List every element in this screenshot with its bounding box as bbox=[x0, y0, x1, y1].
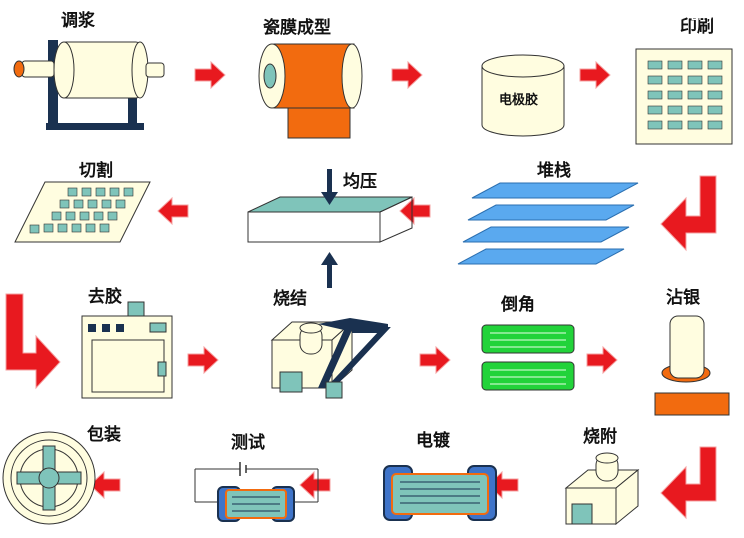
debinding-oven-icon bbox=[81, 301, 173, 399]
cutting-grid-icon bbox=[14, 181, 151, 243]
flow-arrow-2 bbox=[391, 61, 423, 89]
flow-arrow-8 bbox=[586, 346, 618, 374]
step-label-pressing: 均压 bbox=[343, 171, 377, 192]
step-label-chamfering: 倒角 bbox=[500, 294, 535, 315]
flow-arrow-10 bbox=[299, 471, 331, 499]
turn-arrow-2 bbox=[5, 293, 61, 390]
silver-dipping-icon bbox=[654, 315, 730, 416]
step-label-sintering: 烧结 bbox=[273, 288, 307, 309]
stacking-sheets-icon bbox=[457, 182, 639, 265]
flow-arrow-4 bbox=[399, 197, 431, 225]
turn-arrow-1 bbox=[660, 175, 717, 252]
mixing-drum-icon bbox=[13, 40, 165, 130]
sintering-machine-icon bbox=[270, 318, 391, 399]
step-label-silver-dipping: 沾银 bbox=[666, 287, 701, 308]
printing-sheet-icon bbox=[635, 48, 733, 145]
flow-arrow-6 bbox=[187, 346, 219, 374]
electrode-paste-label: 电极胶 bbox=[499, 92, 538, 108]
step-label-mixing: 调浆 bbox=[61, 10, 96, 31]
tape-casting-roll-icon bbox=[258, 43, 363, 139]
flow-arrow-7 bbox=[419, 346, 451, 374]
watermark: 搜狐号@KoyuElec光与电的Lily bbox=[515, 8, 714, 24]
packaging-reel-icon bbox=[2, 431, 96, 525]
step-label-printing: 印刷 bbox=[680, 17, 714, 37]
step-label-debinding: 去胶 bbox=[88, 286, 122, 307]
step-label-packaging: 包装 bbox=[87, 424, 121, 445]
electroplated-chip-icon bbox=[383, 465, 497, 521]
testing-circuit-icon bbox=[194, 462, 319, 522]
chamfer-chips-icon bbox=[481, 324, 575, 391]
step-label-tape-casting: 瓷膜成型 bbox=[263, 17, 331, 38]
electrode-paste-jar-icon bbox=[481, 54, 565, 137]
flow-arrow-1 bbox=[194, 61, 226, 89]
isostatic-press-icon bbox=[247, 169, 413, 288]
flow-arrow-3 bbox=[579, 61, 611, 89]
step-label-stacking: 堆栈 bbox=[537, 160, 571, 181]
step-label-testing: 测试 bbox=[231, 432, 265, 453]
silver-firing-machine-icon bbox=[564, 452, 640, 526]
step-label-firing: 烧附 bbox=[583, 426, 617, 447]
step-label-cutting: 切割 bbox=[79, 160, 113, 181]
flow-arrow-5 bbox=[157, 197, 189, 225]
step-label-electroplating: 电镀 bbox=[416, 430, 451, 451]
turn-arrow-3 bbox=[660, 446, 717, 520]
